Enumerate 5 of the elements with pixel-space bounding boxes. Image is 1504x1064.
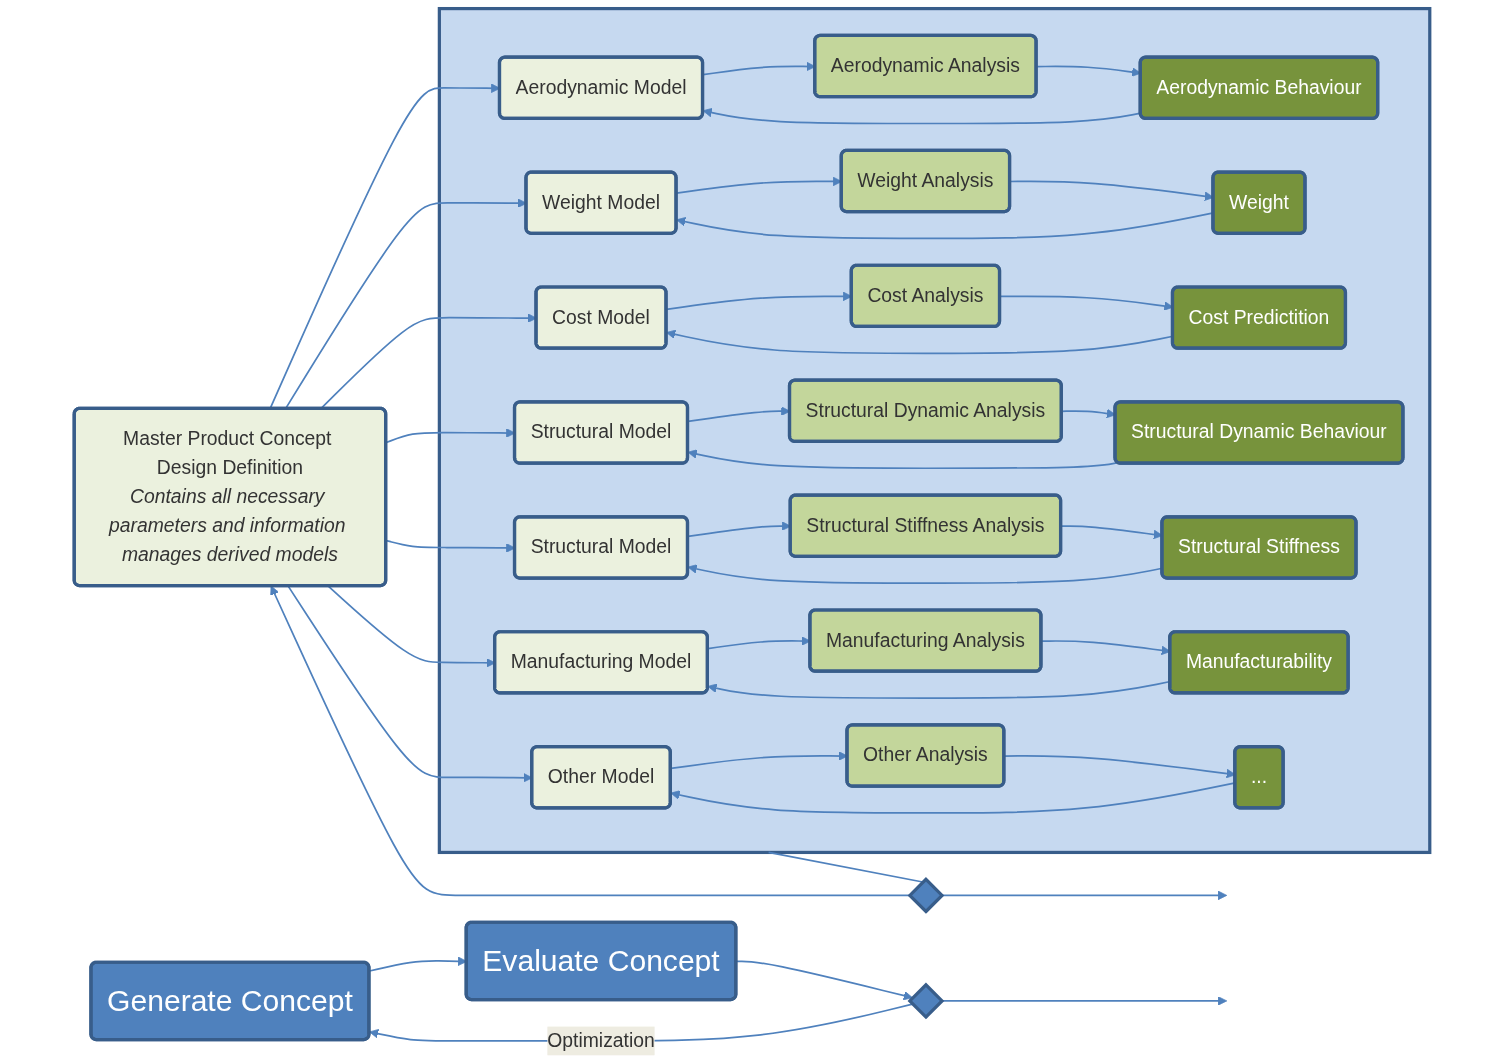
node-diamond xyxy=(907,877,945,914)
arrow xyxy=(270,585,911,897)
cluster xyxy=(437,6,1432,855)
node-diamond xyxy=(907,982,945,1020)
connector xyxy=(767,851,924,883)
